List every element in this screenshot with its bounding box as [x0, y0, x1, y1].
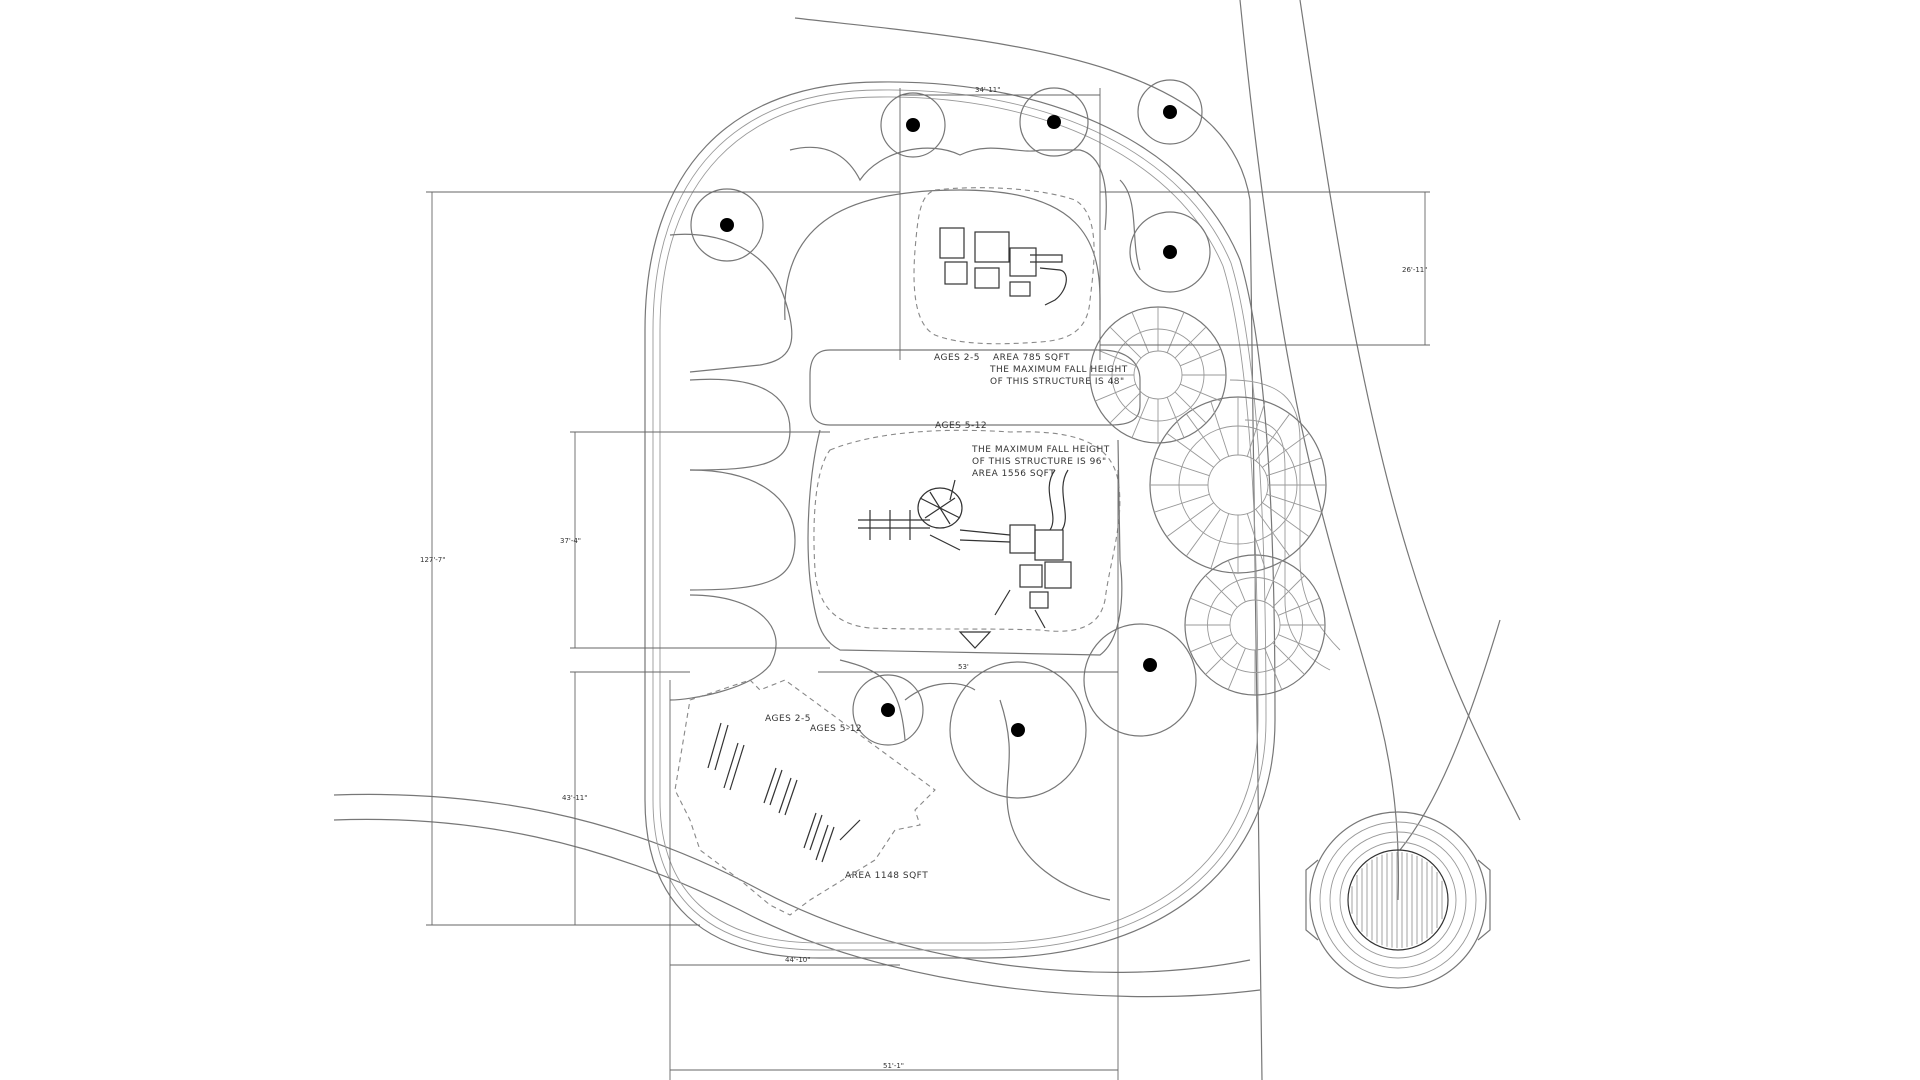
- surfacing-pads: [949, 306, 1327, 799]
- dim-upper-height: 26'-11": [1402, 266, 1427, 274]
- pad-radial-lines: [1090, 307, 1326, 695]
- tree-trunk-dot: [1143, 658, 1157, 672]
- tree-trunk-dot: [720, 218, 734, 232]
- label-upper-fall-2: OF THIS STRUCTURE IS 48": [990, 377, 1125, 387]
- zone-labels: AGES 2-5 AREA 785 SQFT THE MAXIMUM FALL …: [765, 353, 1128, 881]
- arrow-marker: [958, 631, 992, 649]
- label-upper-fall-1: THE MAXIMUM FALL HEIGHT: [989, 365, 1128, 375]
- dimension-lines: [426, 88, 1430, 1080]
- dim-middle-width: 53': [958, 663, 969, 671]
- play-structure-ages-5-12: [813, 429, 1121, 649]
- label-middle-area: AREA 1556 SQFT: [972, 469, 1055, 479]
- tree-trunk-dot: [881, 703, 895, 717]
- tree-trunk-dot: [1163, 245, 1177, 259]
- label-swing-age-a: AGES 2-5: [765, 714, 811, 724]
- dim-overall-height: 127'-7": [420, 556, 445, 564]
- tree-canopy: [880, 92, 946, 158]
- pad-tree-lower: [949, 661, 1087, 799]
- swing-area: [674, 679, 936, 916]
- tree-canopy: [690, 188, 764, 262]
- pad-small: [1083, 623, 1197, 737]
- tree-trunk-dot: [1163, 105, 1177, 119]
- round-plaza: [1305, 811, 1491, 989]
- label-middle-age: AGES 5-12: [935, 421, 987, 431]
- dim-top-width: 34'-11": [975, 86, 1000, 94]
- tree-trunk-dot: [1047, 115, 1061, 129]
- label-middle-fall-1: THE MAXIMUM FALL HEIGHT: [971, 445, 1110, 455]
- inner-paths: [669, 146, 1141, 901]
- label-upper-age: AGES 2-5: [934, 353, 980, 363]
- label-swing-area: AREA 1148 SQFT: [845, 871, 928, 881]
- dim-middle-height: 37'-4": [560, 537, 581, 545]
- tree-canopy: [1129, 211, 1211, 293]
- dim-overall-width: 51'-1": [883, 1062, 904, 1070]
- label-upper-area: AREA 785 SQFT: [993, 353, 1070, 363]
- dim-swing-height: 43'-11": [562, 794, 587, 802]
- tree-trunk-dot: [1011, 723, 1025, 737]
- pad-ring: [1178, 425, 1298, 545]
- tree-canopy: [1019, 87, 1089, 157]
- pad-ring: [1207, 577, 1303, 673]
- tree-canopy: [1137, 79, 1203, 145]
- dim-swing-width: 44'-10": [785, 956, 810, 964]
- trees: [690, 79, 1211, 746]
- pad-ring: [1111, 328, 1205, 422]
- dimension-labels: 34'-11" 26'-11" 127'-7" 37'-4" 53' 43'-1…: [420, 86, 1427, 1070]
- label-middle-fall-2: OF THIS STRUCTURE IS 96": [972, 457, 1107, 467]
- site-paths: [333, 0, 1521, 1080]
- play-structure-ages-2-5: [913, 187, 1095, 345]
- tree-canopy: [852, 674, 924, 746]
- tree-trunk-dot: [906, 118, 920, 132]
- plaza-decking: [1351, 852, 1443, 948]
- label-swing-age-b: AGES 5-12: [810, 724, 862, 734]
